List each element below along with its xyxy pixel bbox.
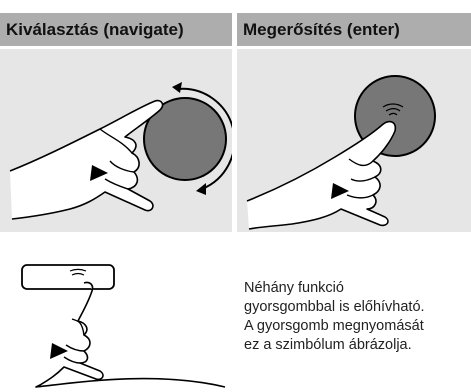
enter-illustration-panel [237,49,471,232]
navigate-header: Kiválasztás (navigate) [0,13,232,46]
navigate-illustration-panel [0,49,232,232]
note-line: ez a szimbólum ábrázolja. [244,337,412,353]
hand-pressing-knob-icon [246,75,436,230]
hand-pressing-button-icon [21,264,226,388]
hand-turning-knob-icon [9,82,232,220]
note-line: Néhány funkció [244,280,344,296]
note-line: gyorsgombbal is előhívható. [244,299,425,315]
quick-button-note: Néhány funkció gyorsgombbal is előhívhat… [244,279,470,355]
enter-header: Megerősítés (enter) [237,13,471,46]
note-line: A gyorsgomb megnyomását [244,318,424,334]
